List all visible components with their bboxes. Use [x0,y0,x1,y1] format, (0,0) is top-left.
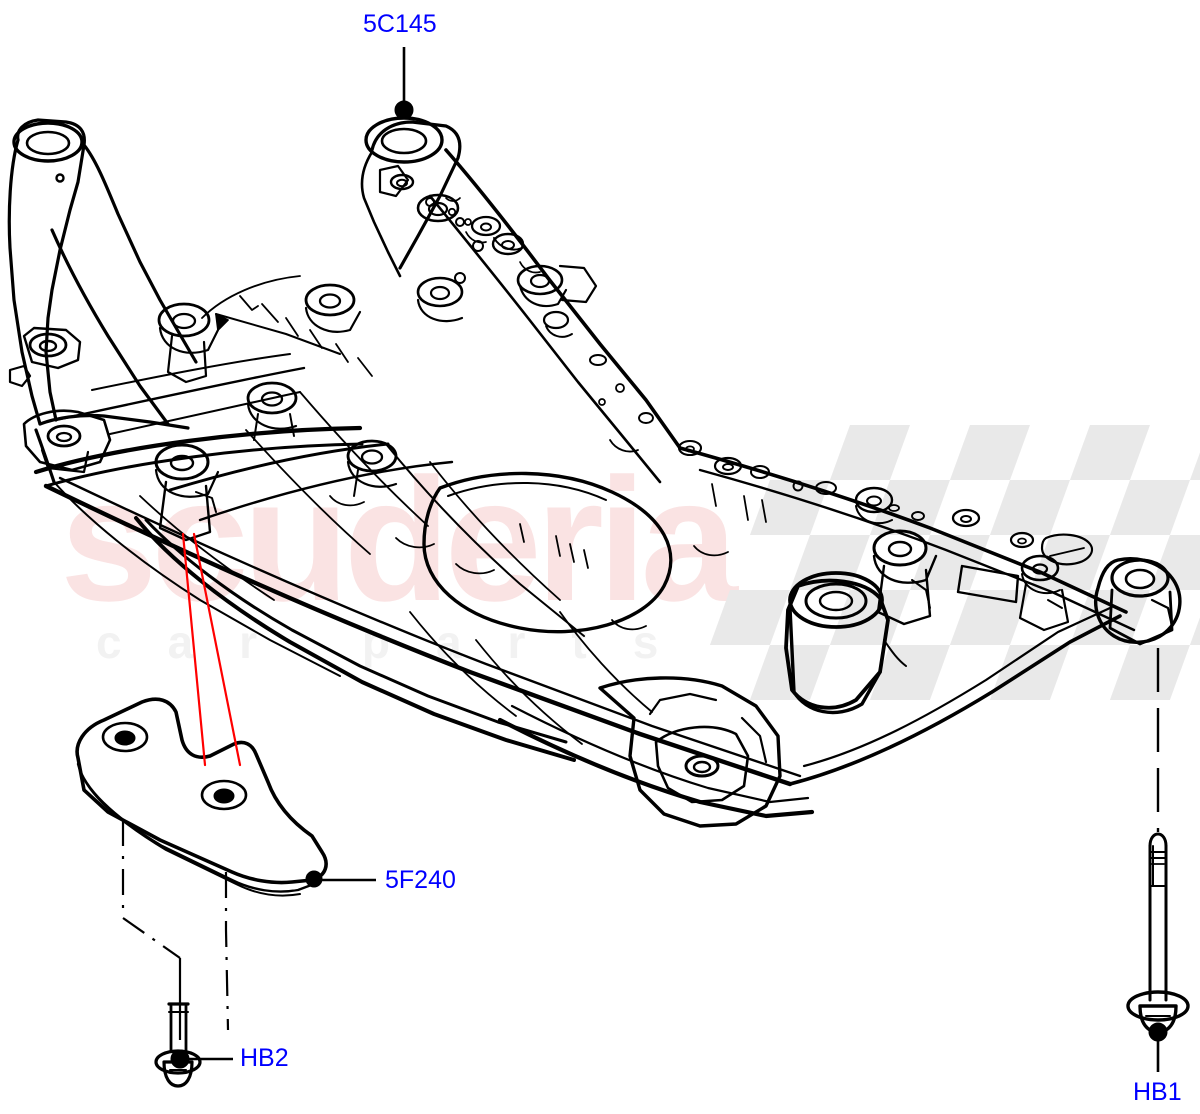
part-label-hb2[interactable]: HB2 [240,1044,289,1072]
front-subframe-part [7,116,1182,828]
part-label-hb1[interactable]: HB1 [1133,1078,1182,1106]
assembly-guideline-red [181,532,242,767]
part-label-5f240[interactable]: 5F240 [385,866,456,894]
assembly-guideline-dashdot [121,820,230,1031]
short-flange-bolt-part [154,1002,202,1088]
heat-shield-part [75,697,328,897]
part-label-5c145[interactable]: 5C145 [363,10,437,38]
leader-lines [170,47,1168,1072]
long-flange-bolt-part [1126,832,1190,1034]
